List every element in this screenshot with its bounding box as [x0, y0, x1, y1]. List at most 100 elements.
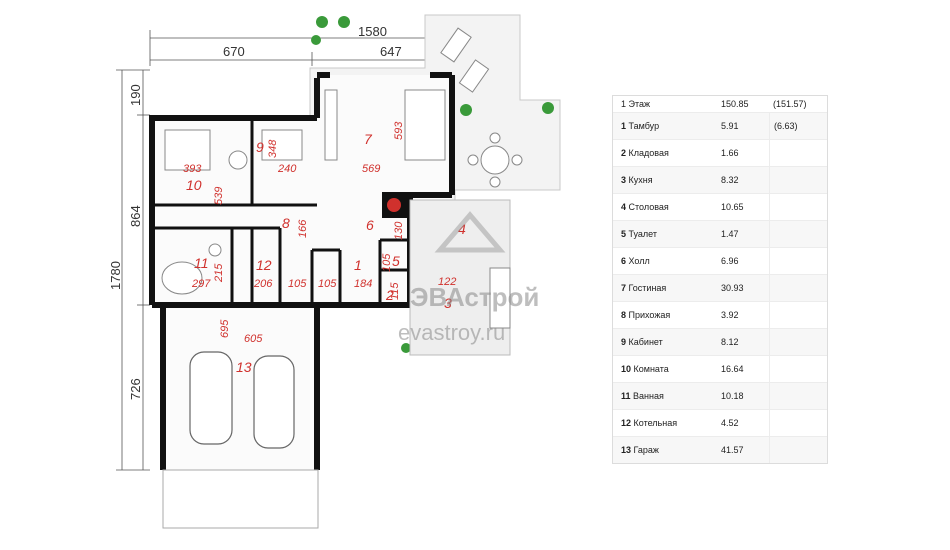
- room-area: 5.91: [721, 121, 739, 131]
- room-area-alt: [769, 167, 827, 193]
- room-name: Кабинет: [628, 337, 663, 347]
- room-name: Прихожая: [628, 310, 671, 320]
- watermark-brand: ЭВАстрой: [410, 282, 539, 312]
- room-name: Туалет: [628, 229, 658, 239]
- room-7: 7: [364, 131, 373, 147]
- dim-539: 539: [213, 187, 225, 205]
- dim-105c: 105: [381, 253, 393, 272]
- room-number: 3: [621, 175, 627, 185]
- furniture: [161, 89, 446, 295]
- room-name-cell: 6 Холл: [613, 256, 717, 266]
- room-number: 12: [621, 418, 632, 428]
- room-area: 41.57: [721, 445, 744, 455]
- garage-apron: [162, 469, 319, 529]
- room-4: 4: [458, 221, 466, 237]
- dim-695: 695: [219, 319, 231, 338]
- dim-105b: 105: [318, 278, 337, 290]
- room-number: 10: [621, 364, 632, 374]
- table-row: 6 Холл 6.96: [613, 247, 827, 274]
- room-area: 3.92: [721, 310, 739, 320]
- room-name: Холл: [628, 256, 650, 266]
- dim-left-top: 190: [128, 84, 143, 106]
- room-area: 6.96: [721, 256, 739, 266]
- room-name: Кухня: [628, 175, 653, 185]
- room-12: 12: [256, 257, 272, 273]
- dim-105a: 105: [288, 278, 307, 290]
- room-area: 4.52: [721, 418, 739, 428]
- room-area-alt: (6.63): [769, 113, 827, 139]
- room-area: 8.32: [721, 175, 739, 185]
- dim-297: 297: [191, 278, 211, 290]
- room-name-cell: 9 Кабинет: [613, 337, 717, 347]
- room-11: 11: [194, 255, 209, 271]
- room-name-cell: 13 Гараж: [613, 445, 717, 455]
- room-name-cell: 7 Гостиная: [613, 283, 717, 293]
- room-area-alt: [769, 410, 827, 436]
- room-number: 9: [621, 337, 627, 347]
- room-area-alt: [769, 221, 827, 247]
- area-table-header: 1 Этаж 150.85 (151.57): [613, 96, 827, 112]
- room-2: 2: [385, 287, 394, 303]
- room-area: 30.93: [721, 283, 744, 293]
- dim-166: 166: [297, 219, 309, 238]
- room-name-cell: 5 Туалет: [613, 229, 717, 239]
- dim-left-total: 1780: [108, 261, 123, 290]
- watermark: ЭВАстрой evastroy.ru: [398, 211, 539, 345]
- room-number: 6: [621, 256, 627, 266]
- room-area-alt: [769, 329, 827, 355]
- dim-115: 115: [389, 282, 401, 300]
- room-name: Котельная: [633, 418, 678, 428]
- room-1: 1: [354, 257, 362, 273]
- room-name-cell: 8 Прихожая: [613, 310, 717, 320]
- fireplace: [382, 192, 408, 218]
- room-area: 1.66: [721, 148, 739, 158]
- room-9: 9: [256, 139, 264, 155]
- room-5: 5: [392, 253, 400, 269]
- floor-plan: 1580 670 647 263 1780 190 864 726: [108, 14, 561, 529]
- room-number: 8: [621, 310, 627, 320]
- garage-cars: [189, 351, 295, 449]
- room-name-cell: 2 Кладовая: [613, 148, 717, 158]
- room-name: Ванная: [633, 391, 664, 401]
- room-area: 16.64: [721, 364, 744, 374]
- table-row: 3 Кухня 8.32: [613, 166, 827, 193]
- dim-215: 215: [213, 263, 225, 283]
- table-row: 9 Кабинет 8.12: [613, 328, 827, 355]
- room-area-alt: [769, 356, 827, 382]
- room-name: Тамбур: [628, 121, 660, 131]
- room-name-cell: 10 Комната: [613, 364, 717, 374]
- dim-left-mid: 864: [128, 205, 143, 227]
- room-3: 3: [444, 295, 452, 311]
- room-area: 10.18: [721, 391, 744, 401]
- room-area-alt: [769, 248, 827, 274]
- room-area-alt: [769, 194, 827, 220]
- room-6: 6: [366, 217, 374, 233]
- room-name: Гостиная: [628, 283, 667, 293]
- room-area-alt: [769, 437, 827, 463]
- table-row: 10 Комната 16.64: [613, 355, 827, 382]
- floor-label: 1 Этаж: [621, 99, 651, 109]
- room-number: 11: [621, 391, 631, 401]
- room-name: Кладовая: [628, 148, 669, 158]
- room-area: 8.12: [721, 337, 739, 347]
- dim-top-mid: 647: [380, 44, 402, 59]
- table-row: 2 Кладовая 1.66: [613, 139, 827, 166]
- room-area-alt: [769, 140, 827, 166]
- table-row: 13 Гараж 41.57: [613, 436, 827, 463]
- room-name-cell: 11 Ванная: [613, 391, 717, 401]
- room-area-alt: [769, 383, 827, 409]
- dim-184: 184: [354, 278, 372, 290]
- room-8: 8: [282, 215, 290, 231]
- dim-348: 348: [267, 139, 279, 158]
- room-name-cell: 4 Столовая: [613, 202, 717, 212]
- room-number: 7: [621, 283, 627, 293]
- room-name: Столовая: [628, 202, 669, 212]
- dim-130: 130: [393, 221, 405, 240]
- dim-206: 206: [253, 278, 273, 290]
- dim-240: 240: [277, 163, 297, 175]
- room-13: 13: [236, 359, 252, 375]
- dim-393: 393: [183, 163, 202, 175]
- room-name: Комната: [633, 364, 669, 374]
